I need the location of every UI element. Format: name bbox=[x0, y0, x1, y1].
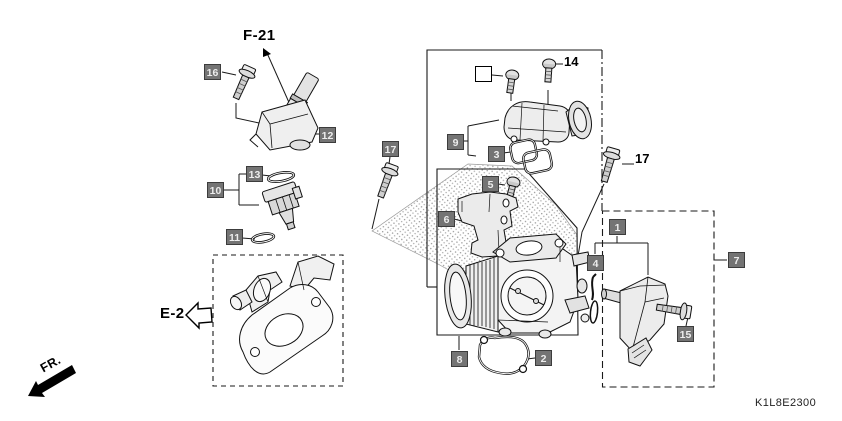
ref-label-f21[interactable]: F-21 bbox=[243, 27, 276, 44]
f21-arrowhead bbox=[263, 48, 271, 57]
callout-12[interactable]: 12 bbox=[319, 127, 336, 143]
part-bolt-17-left[interactable] bbox=[372, 161, 401, 201]
callout-15[interactable]: 15 bbox=[677, 326, 694, 342]
part-bolt-17-right[interactable] bbox=[595, 145, 623, 185]
callout-3[interactable]: 3 bbox=[488, 146, 505, 162]
callout-10[interactable]: 10 bbox=[207, 182, 224, 198]
fr-direction-arrow bbox=[28, 365, 76, 397]
group-box-e2-dashed bbox=[212, 254, 344, 387]
callout-1[interactable]: 1 bbox=[609, 219, 626, 235]
part-throttle-body-8[interactable] bbox=[442, 233, 591, 339]
part-gasket-2[interactable] bbox=[477, 335, 530, 375]
part-fuel-injector-10[interactable] bbox=[261, 181, 311, 234]
part-oring-13[interactable] bbox=[266, 170, 296, 184]
part-screw-14a[interactable] bbox=[502, 68, 520, 95]
callout-16[interactable]: 16 bbox=[204, 64, 221, 80]
part-ignition-coil-12[interactable] bbox=[249, 71, 320, 151]
callout-11[interactable]: 11 bbox=[226, 229, 243, 245]
callout-4[interactable]: 4 bbox=[587, 255, 604, 271]
callout-17-right[interactable]: 17 bbox=[635, 151, 650, 166]
part-oring-11[interactable] bbox=[250, 232, 276, 244]
diagram-code: K1L8E2300 bbox=[755, 397, 817, 409]
callout-8[interactable]: 8 bbox=[451, 351, 468, 367]
part-intake-manifold-e2[interactable] bbox=[228, 255, 335, 375]
part-clip-4[interactable] bbox=[589, 273, 599, 324]
part-gasket-3[interactable] bbox=[509, 138, 554, 175]
callout-7[interactable]: 7 bbox=[728, 252, 745, 268]
callout-empty-box[interactable] bbox=[475, 66, 492, 82]
callout-9[interactable]: 9 bbox=[447, 134, 464, 150]
callout-5[interactable]: 5 bbox=[482, 176, 499, 192]
e2-arrow-icon bbox=[185, 301, 213, 330]
part-map-sensor-1[interactable] bbox=[601, 276, 669, 367]
callout-14[interactable]: 14 bbox=[564, 54, 579, 69]
group-box-upper-assembly bbox=[426, 49, 603, 288]
callout-13[interactable]: 13 bbox=[246, 166, 263, 182]
callout-2[interactable]: 2 bbox=[535, 350, 552, 366]
part-air-passage-body-9[interactable] bbox=[503, 99, 595, 146]
ref-label-e2[interactable]: E-2 bbox=[160, 305, 185, 322]
part-screw-14b[interactable] bbox=[540, 58, 557, 83]
callout-6[interactable]: 6 bbox=[438, 211, 455, 227]
callout-17-left[interactable]: 17 bbox=[382, 141, 399, 157]
part-bolt-16[interactable] bbox=[227, 62, 259, 103]
